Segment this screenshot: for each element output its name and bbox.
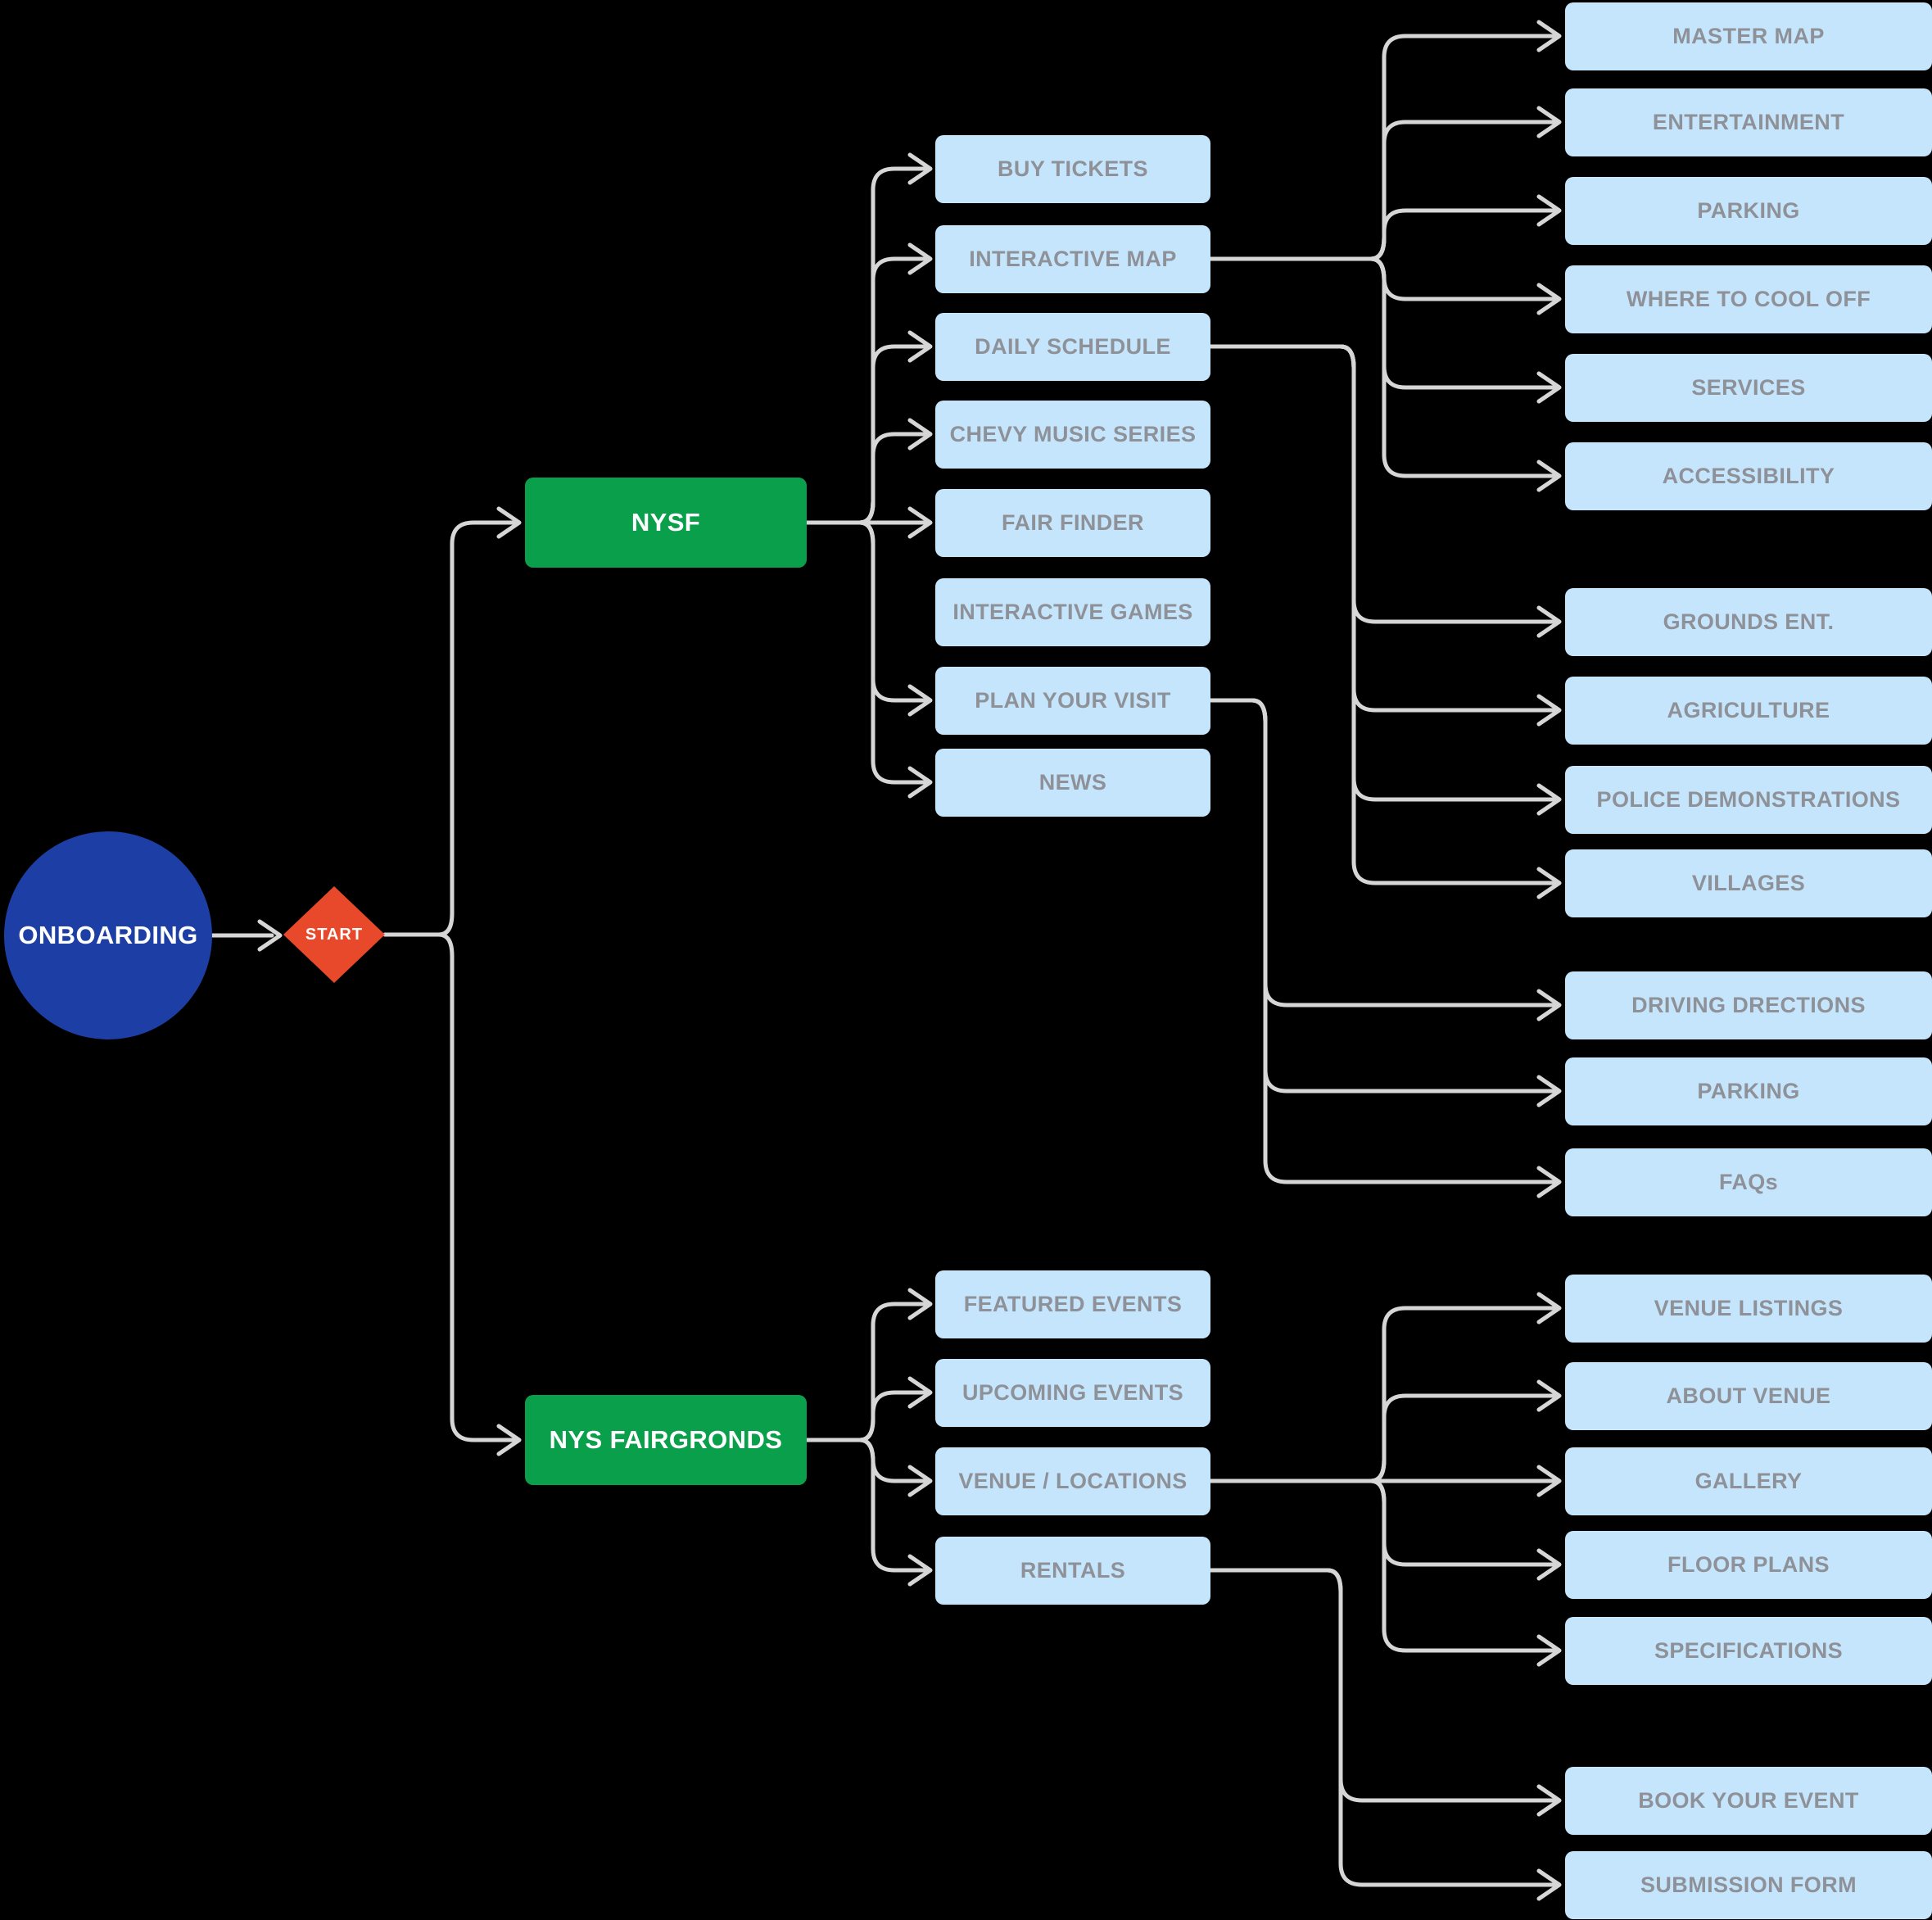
box-agriculture[interactable]: AGRICULTURE <box>1565 676 1932 745</box>
box-chevy-music-series[interactable]: CHEVY MUSIC SERIES <box>935 400 1210 469</box>
arrowhead-nysf-to-news <box>907 766 933 799</box>
arrowhead-interactive-map-to-where-to-cool-off <box>1536 283 1562 315</box>
connector-venue-locations-to-about-venue <box>1208 1393 1559 1483</box>
box-buy-tickets[interactable]: BUY TICKETS <box>935 134 1210 203</box>
box-rentals[interactable]: RENTALS <box>935 1536 1210 1605</box>
arrowhead-onboarding-to-start <box>257 919 283 952</box>
connector-fairgrounds-to-rentals <box>804 1438 930 1573</box>
box-interactive-map[interactable]: INTERACTIVE MAP <box>935 224 1210 293</box>
box-villages[interactable]: VILLAGES <box>1565 849 1932 917</box>
connector-fairgrounds-to-featured-events <box>804 1302 930 1442</box>
box-book-your-event[interactable]: BOOK YOUR EVENT <box>1565 1766 1932 1835</box>
box-master-map[interactable]: MASTER MAP <box>1565 2 1932 70</box>
arrowhead-fairgrounds-to-rentals <box>907 1554 933 1587</box>
arrowhead-interactive-map-to-master-map <box>1536 20 1562 52</box>
connector-venue-locations-to-specifications <box>1208 1478 1559 1653</box>
arrowhead-interactive-map-to-services <box>1536 371 1562 404</box>
box-police-demonstrations[interactable]: POLICE DEMONSTRATIONS <box>1565 765 1932 834</box>
connector-nysf-to-plan-your-visit <box>804 520 930 703</box>
arrowhead-plan-your-visit-to-driving-drections <box>1536 989 1562 1021</box>
node-nysf-label: NYSF <box>631 508 701 537</box>
arrowhead-venue-locations-to-gallery <box>1536 1465 1562 1497</box>
arrowhead-venue-locations-to-venue-listings <box>1536 1292 1562 1325</box>
arrowhead-nysf-to-daily-schedule <box>907 330 933 363</box>
box-entertainment[interactable]: ENTERTAINMENT <box>1565 88 1932 156</box>
box-venue-listings[interactable]: VENUE LISTINGS <box>1565 1274 1932 1343</box>
arrowhead-interactive-map-to-entertainment <box>1536 106 1562 138</box>
box-grounds-ent[interactable]: GROUNDS ENT. <box>1565 587 1932 656</box>
node-start-label: START <box>305 925 364 944</box>
box-fair-finder[interactable]: FAIR FINDER <box>935 488 1210 557</box>
box-plan-your-visit[interactable]: PLAN YOUR VISIT <box>935 666 1210 735</box>
box-about-venue[interactable]: ABOUT VENUE <box>1565 1361 1932 1430</box>
arrowhead-nysf-to-chevy-music-series <box>907 418 933 451</box>
arrowhead-start-to-nysf <box>496 506 522 539</box>
arrowhead-rentals-to-book-your-event <box>1536 1784 1562 1817</box>
arrowhead-interactive-map-to-parking <box>1536 194 1562 227</box>
arrowhead-interactive-map-to-accessibility <box>1536 460 1562 492</box>
box-services[interactable]: SERVICES <box>1565 353 1932 422</box>
arrowhead-venue-locations-to-specifications <box>1536 1634 1562 1667</box>
connector-nysf-to-news <box>804 520 930 785</box>
connector-nysf-to-interactive-map <box>804 256 930 525</box>
connector-start-to-nys-fairgronds <box>382 932 518 1442</box>
arrowhead-fairgrounds-to-featured-events <box>907 1288 933 1320</box>
arrowhead-daily-schedule-to-villages <box>1536 867 1562 899</box>
connector-plan-your-visit-to-driving-drections <box>1208 698 1559 1008</box>
box-news[interactable]: NEWS <box>935 748 1210 817</box>
connector-plan-your-visit-to-parking <box>1208 698 1559 1094</box>
arrowhead-daily-schedule-to-grounds-ent <box>1536 605 1562 638</box>
box-daily-schedule[interactable]: DAILY SCHEDULE <box>935 312 1210 381</box>
box-parking[interactable]: PARKING <box>1565 176 1932 245</box>
box-parking[interactable]: PARKING <box>1565 1057 1932 1125</box>
box-where-to-cool-off[interactable]: WHERE TO COOL OFF <box>1565 265 1932 333</box>
arrowhead-start-to-nys-fairgronds <box>496 1424 522 1456</box>
arrowhead-plan-your-visit-to-faqs <box>1536 1166 1562 1198</box>
box-accessibility[interactable]: ACCESSIBILITY <box>1565 442 1932 510</box>
arrowhead-daily-schedule-to-police-demonstrations <box>1536 783 1562 816</box>
box-floor-plans[interactable]: FLOOR PLANS <box>1565 1530 1932 1599</box>
arrowhead-fairgrounds-to-venue-locations <box>907 1465 933 1497</box>
arrowhead-nysf-to-buy-tickets <box>907 152 933 185</box>
arrowhead-nysf-to-plan-your-visit <box>907 684 933 717</box>
arrowhead-daily-schedule-to-agriculture <box>1536 694 1562 727</box>
box-gallery[interactable]: GALLERY <box>1565 1447 1932 1515</box>
node-onboarding-label: ONBOARDING <box>18 921 198 949</box>
box-faqs[interactable]: FAQs <box>1565 1148 1932 1216</box>
connector-fairgrounds-to-upcoming-events <box>804 1390 930 1442</box>
arrowhead-nysf-to-fair-finder <box>907 506 933 539</box>
node-fairgrounds[interactable]: NYS FAIRGRONDS <box>525 1395 807 1485</box>
connector-fairgrounds-to-venue-locations <box>804 1438 930 1483</box>
box-specifications[interactable]: SPECIFICATIONS <box>1565 1616 1932 1685</box>
node-onboarding[interactable]: ONBOARDING <box>4 831 212 1039</box>
box-submission-form[interactable]: SUBMISSION FORM <box>1565 1850 1932 1919</box>
box-upcoming-events[interactable]: UPCOMING EVENTS <box>935 1358 1210 1427</box>
connector-rentals-to-submission-form <box>1208 1568 1559 1887</box>
arrowhead-rentals-to-submission-form <box>1536 1868 1562 1901</box>
arrowhead-nysf-to-interactive-map <box>907 242 933 275</box>
box-interactive-games[interactable]: INTERACTIVE GAMES <box>935 577 1210 646</box>
node-nysf[interactable]: NYSF <box>525 478 807 568</box>
connector-daily-schedule-to-villages <box>1208 344 1559 885</box>
connector-plan-your-visit-to-faqs <box>1208 698 1559 1184</box>
arrowhead-fairgrounds-to-upcoming-events <box>907 1376 933 1409</box>
node-fairgrounds-label: NYS FAIRGRONDS <box>549 1425 783 1454</box>
connector-interactive-map-to-accessibility <box>1208 256 1559 478</box>
arrowhead-plan-your-visit-to-parking <box>1536 1075 1562 1107</box>
arrowhead-venue-locations-to-floor-plans <box>1536 1548 1562 1581</box>
arrowhead-venue-locations-to-about-venue <box>1536 1379 1562 1412</box>
box-driving-drections[interactable]: DRIVING DRECTIONS <box>1565 971 1932 1039</box>
box-featured-events[interactable]: FEATURED EVENTS <box>935 1270 1210 1338</box>
box-venue-locations[interactable]: VENUE / LOCATIONS <box>935 1447 1210 1515</box>
connector-start-to-nysf <box>382 520 518 937</box>
